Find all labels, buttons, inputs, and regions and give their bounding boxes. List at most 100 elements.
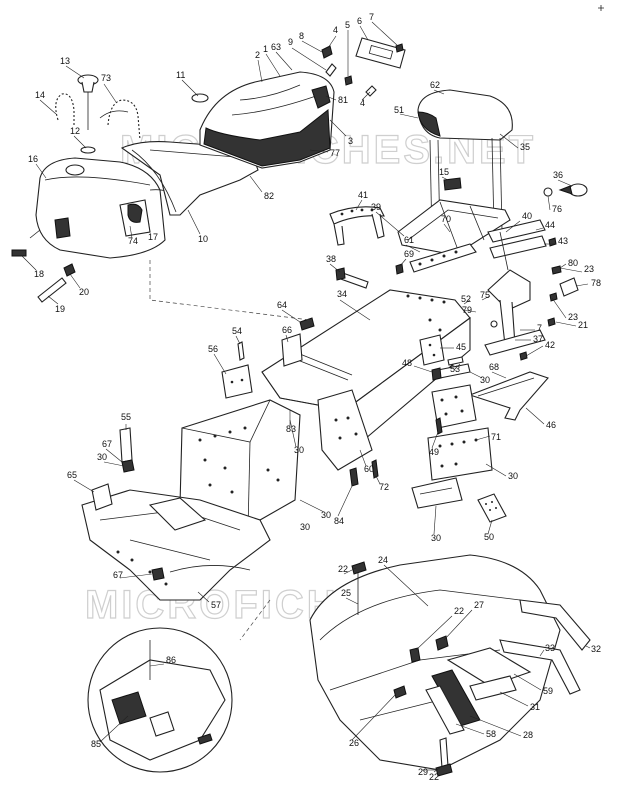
hardware-38: [335, 267, 369, 289]
callout-64: 64: [277, 300, 287, 310]
seat: [199, 71, 335, 169]
hardware-right-side: [519, 237, 579, 361]
callout-36: 36: [553, 170, 563, 180]
callout-72: 72: [379, 482, 389, 492]
callout-22a: 22: [338, 564, 348, 574]
callout-71: 71: [491, 432, 501, 442]
callout-46: 46: [546, 420, 556, 430]
mount-plate-71: [427, 427, 493, 481]
nut-67-upper: [121, 459, 135, 473]
callout-33: 33: [545, 643, 555, 653]
callout-70: 70: [441, 214, 451, 224]
callout-19: 19: [55, 304, 65, 314]
callout-27: 27: [474, 600, 484, 610]
tank-strap-left: [55, 93, 75, 125]
mount-56: [221, 364, 253, 399]
clip-15: [443, 177, 462, 191]
callout-35: 35: [520, 142, 530, 152]
fastener-85: [349, 467, 359, 487]
callout-73: 73: [101, 73, 111, 83]
callout-24: 24: [378, 555, 388, 565]
callout-67a: 67: [102, 439, 112, 449]
callout-4b: 4: [360, 98, 365, 108]
callout-54: 54: [232, 326, 242, 336]
fastener-69: [395, 263, 404, 275]
callout-11: 11: [176, 70, 185, 80]
callout-3: 3: [348, 136, 353, 146]
callout-48: 48: [402, 358, 412, 368]
callout-25: 25: [341, 588, 351, 598]
bracket-66: [281, 333, 303, 367]
nut-67-lower: [151, 567, 165, 581]
callout-16: 16: [28, 154, 38, 164]
hitch-assembly: [484, 269, 546, 356]
callout-1: 1: [263, 44, 268, 54]
callout-18: 18: [34, 269, 44, 279]
callout-41: 41: [358, 190, 368, 200]
callout-6: 6: [357, 16, 362, 26]
rear-cowl-body: [309, 554, 561, 771]
rail-33: [499, 639, 581, 695]
callout-66: 66: [282, 325, 292, 335]
grommet-12: [80, 146, 96, 154]
fastener-27: [435, 635, 449, 651]
fastener-72: [371, 459, 379, 479]
callout-86: 85: [91, 739, 101, 749]
callout-10: 10: [198, 234, 208, 244]
callout-55: 55: [121, 412, 131, 422]
callout-67b: 67: [113, 570, 123, 580]
callout-58: 58: [486, 729, 496, 739]
side-panel-60: [317, 389, 373, 471]
callout-39: 39: [371, 202, 381, 212]
callout-79: 79: [462, 305, 472, 315]
callout-7b: 7: [537, 323, 542, 333]
callout-23a: 23: [584, 264, 594, 274]
callout-49: 49: [429, 447, 439, 457]
callout-28: 28: [523, 730, 533, 740]
callout-9: 9: [288, 37, 293, 47]
nut-22-top: [351, 561, 367, 575]
bracket-45: [419, 334, 445, 366]
fastener-22-mid: [409, 647, 421, 663]
detail-view-circle: [87, 627, 233, 773]
fuel-tank: [29, 157, 179, 259]
callout-22c: 22: [429, 772, 439, 782]
callout-30f: 30: [431, 533, 441, 543]
bumper-32: [519, 599, 591, 651]
callout-50: 50: [484, 532, 494, 542]
callout-40: 40: [522, 211, 532, 221]
callout-14: 14: [35, 90, 45, 100]
nut-29: [435, 763, 453, 777]
fitting-18: [11, 249, 27, 257]
callout-57: 57: [211, 600, 221, 610]
callout-51: 51: [394, 105, 404, 115]
callout-23b: 23: [568, 312, 578, 322]
bolt-54: [237, 341, 245, 361]
mount-plate-upper: [431, 384, 477, 429]
callout-31: 31: [530, 702, 540, 712]
callout-30a: 30: [97, 452, 107, 462]
callout-34: 34: [337, 289, 347, 299]
callout-59: 59: [543, 686, 553, 696]
grommet-11: [191, 93, 209, 103]
callout-13: 13: [60, 56, 70, 66]
bracket-40-43: [487, 219, 547, 271]
guide-line-detail: [239, 599, 271, 641]
rear-rack-frame: [397, 199, 511, 273]
callout-69: 69: [404, 249, 414, 259]
callout-85: 84: [334, 516, 344, 526]
callout-62: 62: [430, 80, 440, 90]
callout-22b: 22: [454, 606, 464, 616]
callout-68: 68: [489, 362, 499, 372]
backrest: [417, 89, 513, 241]
callout-30g: 30: [300, 522, 310, 532]
skid-plate-46: [468, 371, 549, 421]
callout-44: 44: [545, 220, 555, 230]
callout-42: 42: [545, 340, 555, 350]
callout-2: 2: [255, 50, 260, 60]
clamp-20: [63, 263, 76, 277]
callout-65: 65: [67, 470, 77, 480]
callout-74: 74: [128, 236, 138, 246]
callout-29: 29: [418, 767, 428, 777]
